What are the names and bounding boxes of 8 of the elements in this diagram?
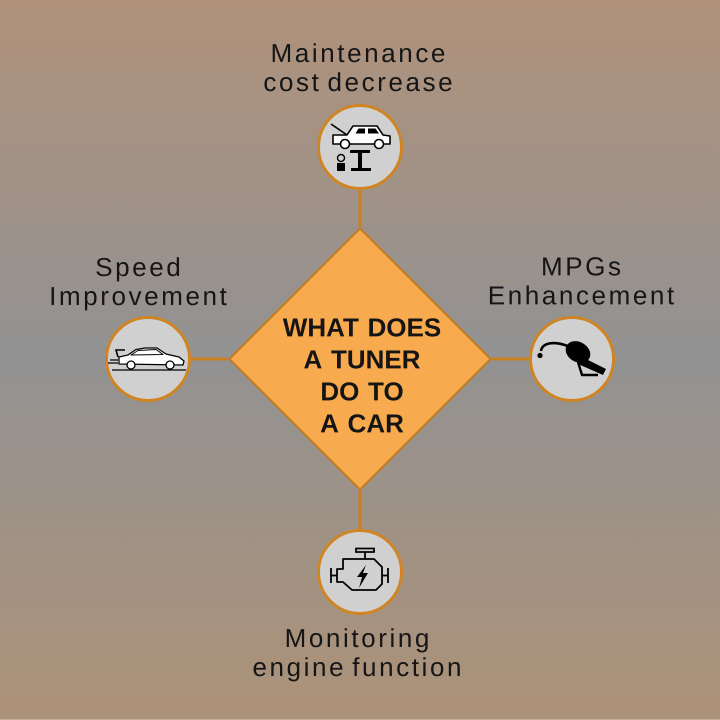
circle-label: Monitoring engine function — [254, 628, 460, 682]
connector-line — [358, 491, 362, 529]
connector-line — [191, 358, 228, 360]
circle-label: Maintenance cost decrease — [264, 43, 452, 92]
circle-label: MPGs Enhancement — [490, 257, 674, 305]
connector-line — [358, 190, 362, 227]
connector-line — [492, 358, 529, 360]
circle-label: Speed Improvement — [52, 257, 227, 310]
